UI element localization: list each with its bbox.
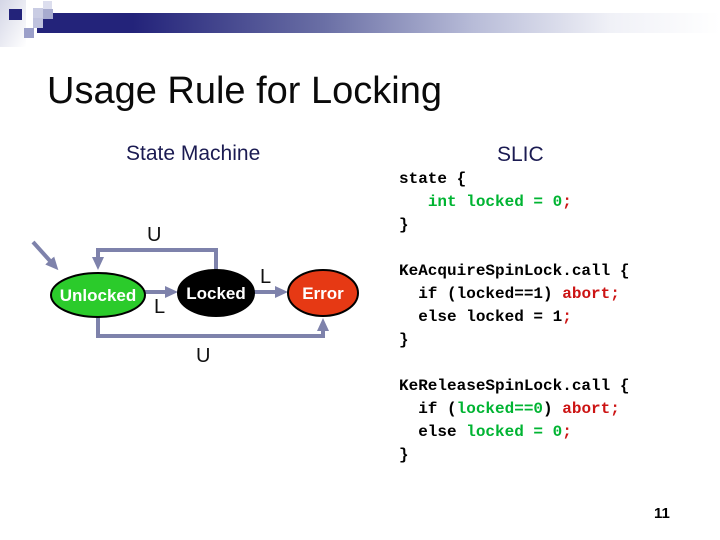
decor-square-purple [24,28,34,38]
heading-state-machine: State Machine [126,142,261,165]
state-locked: Locked [177,269,255,317]
code-segment [399,193,428,211]
transition-label-upper-l: L [260,266,271,288]
code-segment: int locked = 0 [427,193,563,211]
code-line: else locked = 0; [399,421,629,444]
decor-square-lavender [33,18,43,28]
slic-code: state { int locked = 0;} KeAcquireSpinLo… [399,168,629,467]
code-segment: else [399,423,467,441]
code-line: } [399,444,629,467]
transition-arrow-initial [31,240,59,271]
header-gradient-bar [37,13,720,33]
header-left-strip [0,0,26,47]
code-segment: } [399,446,409,464]
code-segment: KeReleaseSpinLock.call { [399,377,630,395]
state-unlocked: Unlocked [50,272,146,318]
code-line: } [399,214,629,237]
code-line: int locked = 0; [399,191,629,214]
heading-slic: SLIC [497,143,544,166]
slide-title: Usage Rule for Locking [47,70,442,112]
state-error: Error [287,269,359,317]
decor-square-navy [9,9,22,20]
code-line: if (locked==0) abort; [399,398,629,421]
transition-label-lower-l: L [154,296,165,318]
code-segment: locked==0 [456,400,544,418]
decor-square-medium [43,9,53,19]
code-segment: } [399,331,409,349]
code-line: if (locked==1) abort; [399,283,629,306]
state-locked-label: Locked [186,284,246,303]
transition-arrow-unlocked-to-error [96,316,329,338]
code-segment: if (locked==1) [399,285,563,303]
code-segment: } [399,216,409,234]
code-segment: if ( [399,400,457,418]
code-segment: KeAcquireSpinLock.call { [399,262,630,280]
code-line: KeAcquireSpinLock.call { [399,260,629,283]
code-segment: ; [562,423,572,441]
code-segment: locked = 0 [466,423,563,441]
code-line: state { [399,168,629,191]
code-line [399,352,629,375]
code-line: KeReleaseSpinLock.call { [399,375,629,398]
code-line [399,237,629,260]
state-unlocked-label: Unlocked [60,286,137,305]
code-segment: abort; [562,285,620,303]
code-segment: state { [399,170,467,188]
transition-arrow-locked-to-unlocked [92,248,218,271]
code-segment: ; [562,308,572,326]
code-line: else locked = 1; [399,306,629,329]
code-line: } [399,329,629,352]
code-segment: ) [543,400,563,418]
code-segment: else locked = 1 [399,308,563,326]
code-segment: ; [562,193,572,211]
state-error-label: Error [302,284,344,303]
decor-square-pale [33,8,43,18]
transition-label-bottom-u: U [196,345,210,367]
page-number: 11 [654,505,670,522]
transition-label-top-u: U [147,224,161,246]
code-segment: abort; [562,400,620,418]
decor-square-pale-top [43,1,52,9]
